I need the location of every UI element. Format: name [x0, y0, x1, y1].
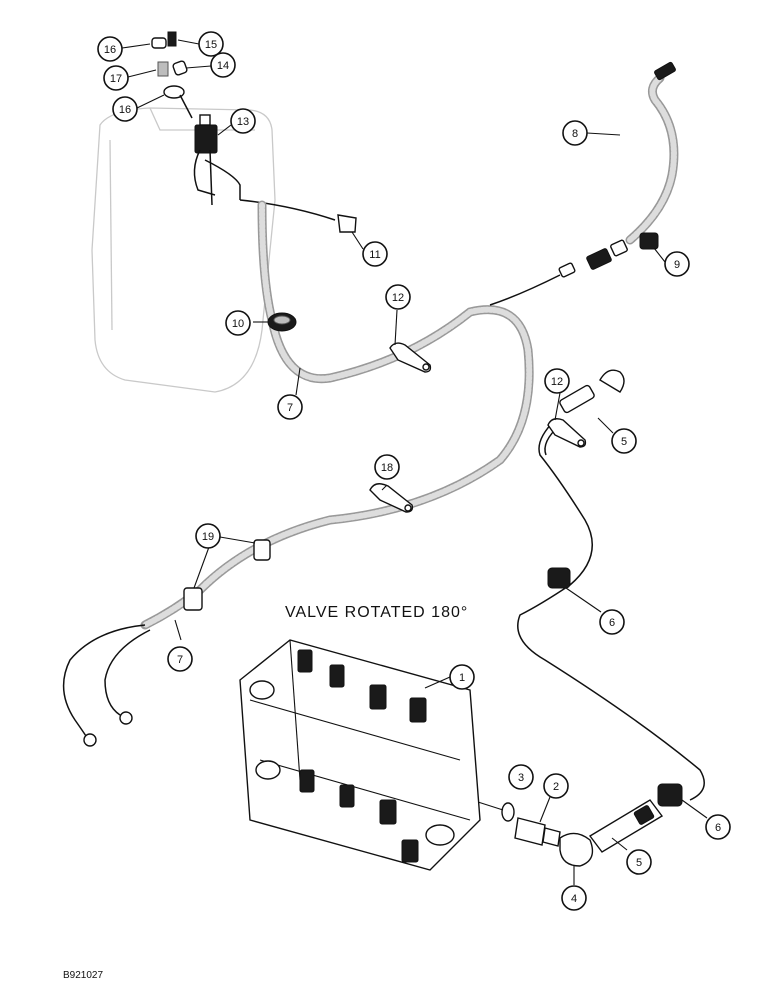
o-ring-3	[501, 802, 515, 822]
svg-text:7: 7	[287, 402, 293, 414]
callout-16-lower: 16	[112, 96, 138, 122]
figure-code: B921027	[63, 970, 103, 981]
callout-5-upper: 5	[611, 428, 637, 454]
callout-6-upper: 6	[599, 609, 625, 635]
svg-text:18: 18	[381, 462, 393, 474]
caption-valve-rotated: VALVE ROTATED 180°	[285, 604, 468, 621]
callout-5-lower: 5	[626, 849, 652, 875]
fitting-2	[514, 817, 561, 847]
svg-text:4: 4	[571, 893, 577, 905]
svg-text:16: 16	[104, 44, 116, 56]
clip-9	[639, 232, 659, 250]
clip-6-upper	[547, 567, 571, 589]
clip-12-upper	[389, 342, 432, 373]
callout-13: 13	[230, 108, 256, 134]
callout-8: 8	[562, 120, 588, 146]
svg-text:12: 12	[392, 292, 404, 304]
harness-jumper-wire	[489, 274, 561, 306]
svg-text:6: 6	[715, 822, 721, 834]
svg-text:17: 17	[110, 73, 122, 85]
sender-assembly	[151, 31, 241, 206]
hose-5-lower	[588, 799, 664, 853]
svg-text:1: 1	[459, 672, 465, 684]
callout-6-lower: 6	[705, 814, 731, 840]
tank-outline	[91, 107, 276, 393]
control-valve-1	[239, 639, 481, 871]
hose-5-upper	[559, 369, 625, 414]
clip-19-right	[253, 539, 271, 561]
elbow-4	[559, 832, 594, 867]
callout-1: 1	[449, 664, 475, 690]
svg-text:2: 2	[553, 781, 559, 793]
callout-12-upper: 12	[385, 284, 411, 310]
callout-3: 3	[508, 764, 534, 790]
callout-7-lower: 7	[167, 646, 193, 672]
svg-text:3: 3	[518, 772, 524, 784]
svg-text:16: 16	[119, 104, 131, 116]
callout-16-top: 16	[97, 36, 123, 62]
leader-lines	[121, 39, 708, 885]
callout-4: 4	[561, 885, 587, 911]
harness-8	[625, 61, 679, 245]
connector-pair	[558, 239, 628, 278]
harness-7-pigtails	[62, 624, 151, 747]
svg-text:15: 15	[205, 39, 217, 51]
clip-6-lower	[657, 783, 683, 807]
svg-text:14: 14	[217, 60, 229, 72]
callout-9: 9	[664, 251, 690, 277]
svg-text:19: 19	[202, 531, 214, 543]
callout-2: 2	[543, 773, 569, 799]
sender-ground-wire	[239, 199, 336, 221]
svg-text:6: 6	[609, 617, 615, 629]
connector-11	[337, 214, 357, 233]
svg-text:12: 12	[551, 376, 563, 388]
svg-text:8: 8	[572, 128, 578, 140]
svg-text:9: 9	[674, 259, 680, 271]
clip-12-lower	[547, 418, 587, 448]
svg-text:10: 10	[232, 318, 244, 330]
clip-19-left	[183, 587, 203, 611]
callout-10: 10	[225, 310, 251, 336]
callout-19: 19	[195, 523, 221, 549]
callout-14: 14	[210, 52, 236, 78]
callout-12-lower: 12	[544, 368, 570, 394]
svg-text:13: 13	[237, 116, 249, 128]
callout-17: 17	[103, 65, 129, 91]
svg-text:5: 5	[636, 857, 642, 869]
harness-7-upper	[140, 200, 534, 630]
svg-text:7: 7	[177, 654, 183, 666]
callout-7-upper: 7	[277, 394, 303, 420]
svg-text:5: 5	[621, 436, 627, 448]
callout-15: 15	[198, 31, 224, 57]
callout-11: 11	[362, 241, 388, 267]
svg-text:11: 11	[369, 249, 380, 261]
callout-18: 18	[374, 454, 400, 480]
clip-18	[369, 483, 414, 513]
